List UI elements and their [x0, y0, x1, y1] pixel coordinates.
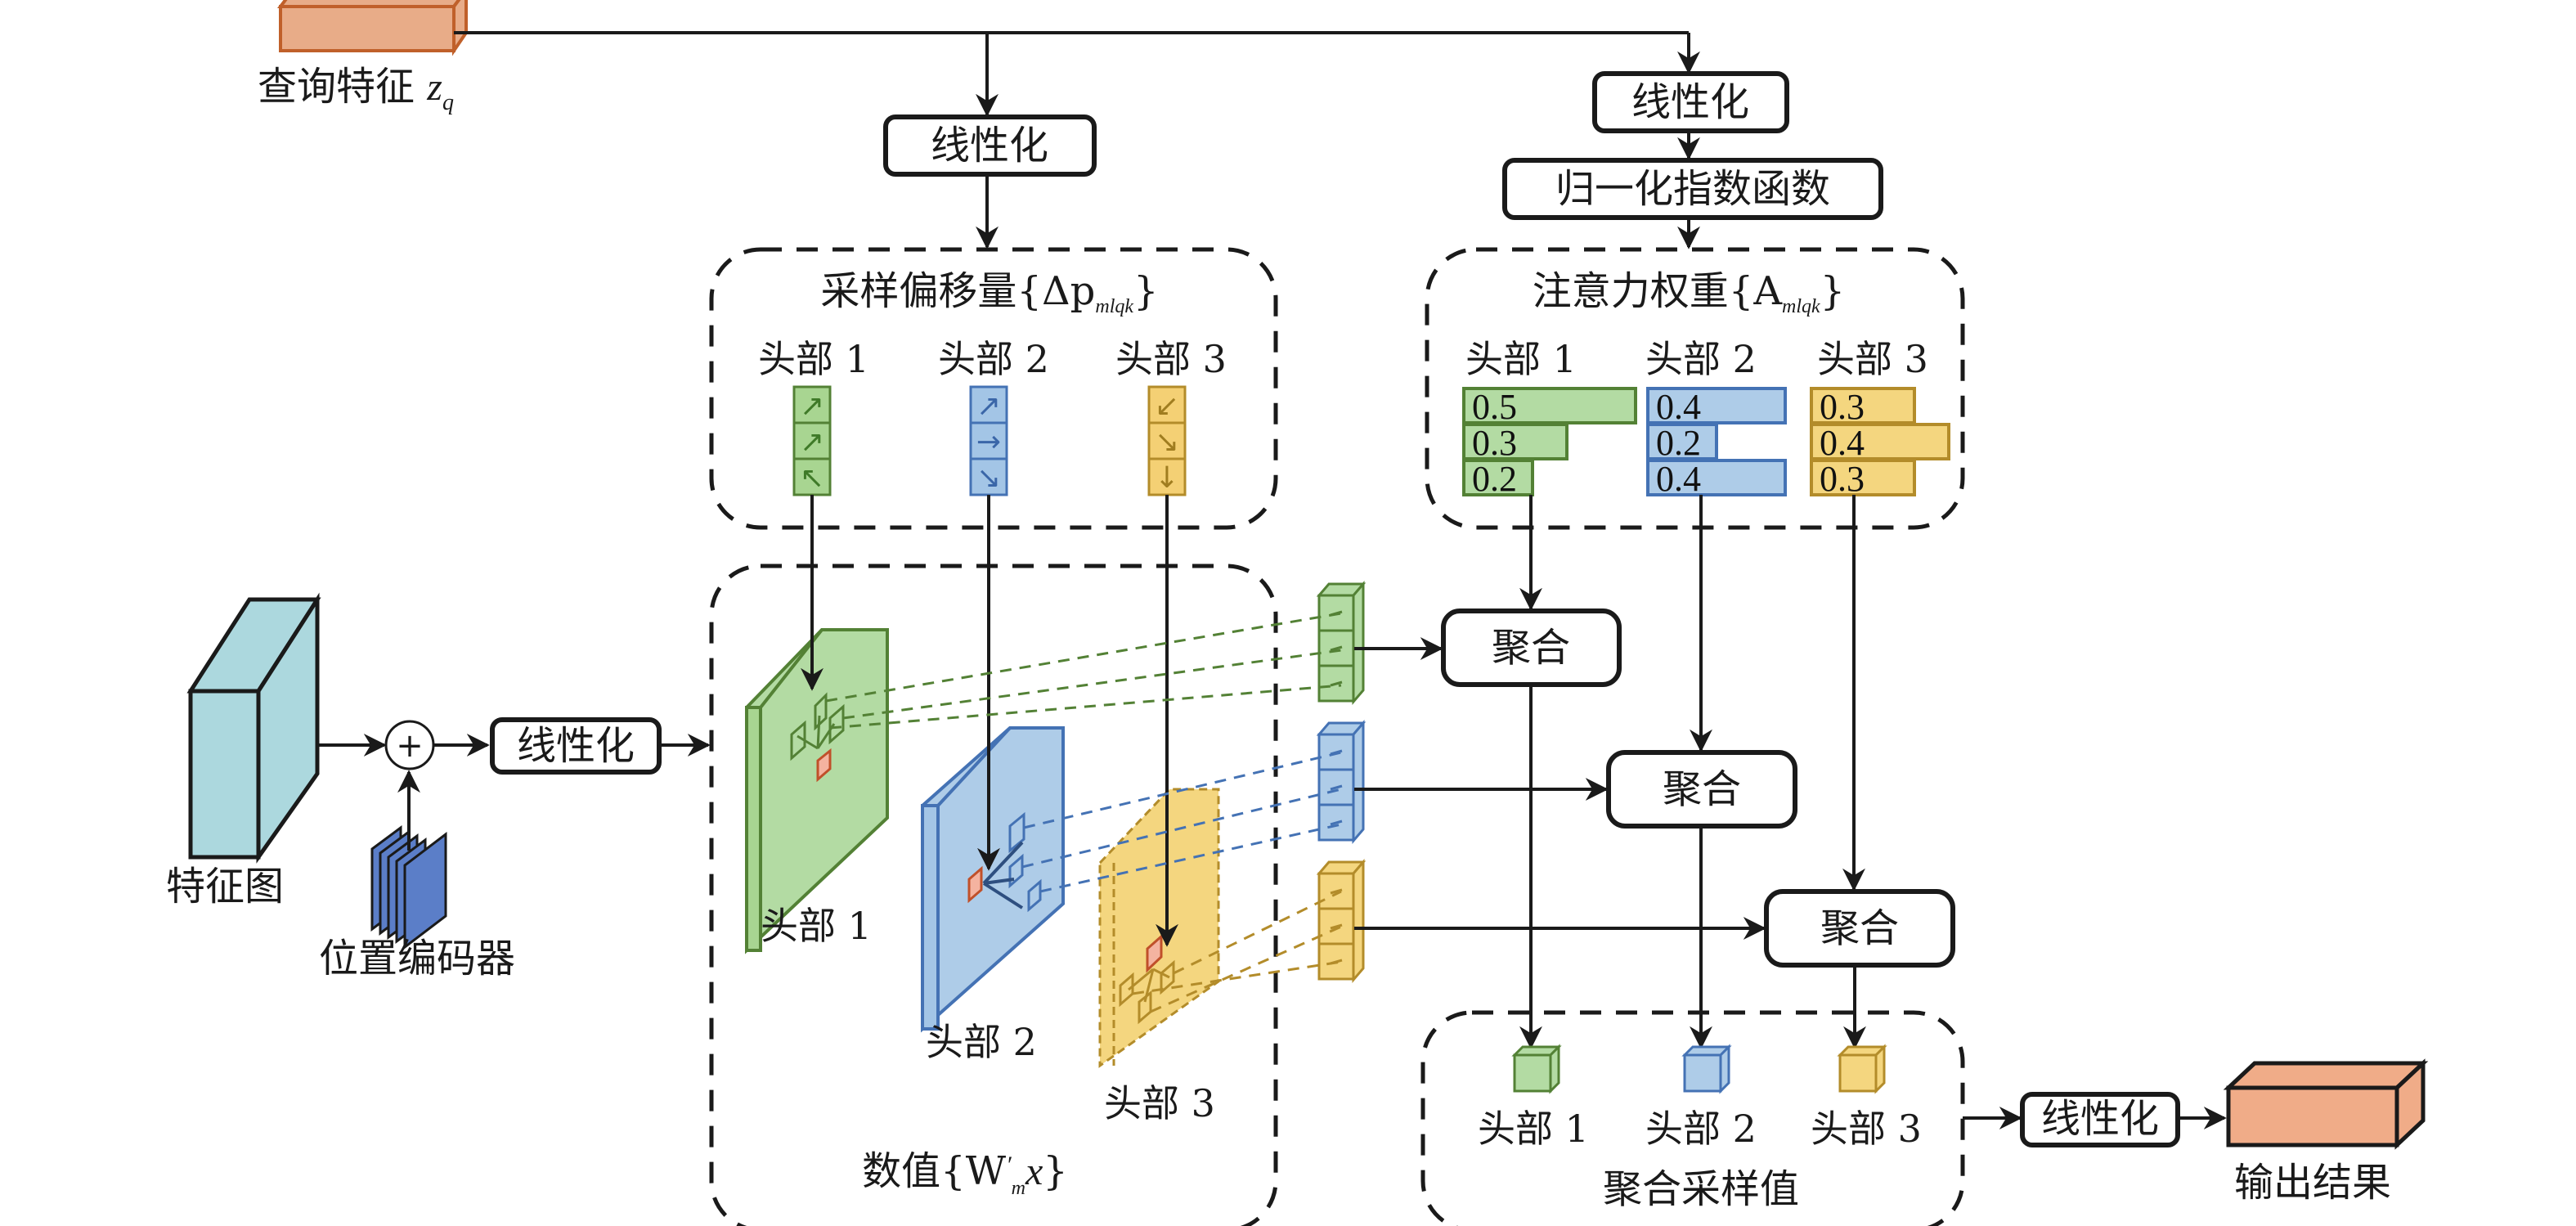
- projection-lines-head-2: [1021, 751, 1342, 893]
- aggregated-cube-head-2: [1681, 1044, 1732, 1094]
- svg-text:线性化: 线性化: [931, 123, 1048, 168]
- offset-arrow: ↖: [800, 461, 824, 495]
- attention-weight-value: 0.4: [1656, 387, 1701, 427]
- value-head-2-label: 头部 2: [926, 1020, 1037, 1064]
- value-map-head-1: [745, 628, 889, 954]
- offset-arrow: ↘: [976, 461, 1001, 495]
- attention-weight-value: 0.5: [1472, 387, 1517, 427]
- attention-head-2-label: 头部 2: [1645, 337, 1757, 381]
- offset-arrow: ↘: [1155, 425, 1179, 459]
- attention-weight-value: 0.3: [1472, 423, 1517, 463]
- value-map-head-3: [1098, 788, 1220, 1068]
- aggregated-head-2-label: 头部 2: [1645, 1107, 1757, 1151]
- offset-arrow: →: [976, 425, 1001, 459]
- svg-text:线性化: 线性化: [2041, 1096, 2159, 1142]
- aggregate-button-1[interactable]: 聚合: [1441, 609, 1622, 687]
- svg-text:线性化: 线性化: [517, 723, 635, 769]
- svg-text:线性化: 线性化: [1631, 79, 1749, 125]
- aggregated-cube-head-1: [1511, 1044, 1562, 1094]
- query-feature-label: 查询特征 zq: [258, 64, 454, 115]
- output-block: [2223, 1058, 2429, 1150]
- attention-weight-value: 0.4: [1656, 459, 1701, 499]
- position-encoder-label: 位置编码器: [319, 936, 515, 981]
- sampling-offsets-panel: 采样偏移量{Δpmlqk}: [709, 247, 1278, 530]
- attention-head-1-label: 头部 1: [1465, 337, 1577, 381]
- attention-weight-bar: [1810, 387, 1916, 424]
- sampling-offsets-title: 采样偏移量{Δpmlqk}: [820, 268, 1158, 317]
- output-linear-button[interactable]: 线性化: [2020, 1092, 2180, 1147]
- attention-weight-value: 0.3: [1820, 387, 1865, 427]
- sampled-stack-head-3: [1316, 858, 1367, 984]
- aggregated-values-panel: [1420, 1010, 1965, 1226]
- attention-weight-bar: [1646, 459, 1787, 496]
- query-feature-block: [277, 0, 468, 56]
- attention-weight-value: 0.2: [1656, 423, 1701, 463]
- value-head-3-label: 头部 3: [1104, 1081, 1215, 1125]
- sampled-stack-head-1: [1316, 580, 1367, 706]
- value-head-1-label: 头部 1: [761, 904, 872, 948]
- svg-text:聚合: 聚合: [1492, 625, 1570, 671]
- svg-text:头部 1: 头部 1: [758, 337, 869, 381]
- feature-map-block: [186, 592, 321, 864]
- output-label: 输出结果: [2234, 1160, 2391, 1206]
- attention-bars: 头部 10.50.30.2头部 20.40.20.4头部 30.30.40.3: [1462, 337, 1950, 499]
- svg-text:聚合: 聚合: [1663, 766, 1741, 812]
- offset-arrow: ↙: [1155, 389, 1179, 423]
- aggregated-cube-head-3: [1837, 1044, 1887, 1094]
- svg-text:头部 2: 头部 2: [938, 337, 1049, 381]
- projection-lines-head-3: [1132, 890, 1342, 1013]
- offset-arrow: ↗: [800, 425, 824, 459]
- attention-weight-bar: [1462, 387, 1637, 424]
- offset-arrow: ↗: [976, 389, 1001, 423]
- projection-lines-head-1: [825, 612, 1342, 730]
- svg-text:聚合: 聚合: [1820, 905, 1899, 951]
- aggregated-cubes: [1511, 1044, 1887, 1094]
- attention-linear-button[interactable]: 线性化: [1592, 71, 1789, 133]
- svg-text:头部 3: 头部 3: [1115, 337, 1227, 381]
- reference-point: [816, 748, 832, 783]
- add-node: +: [384, 720, 435, 770]
- offset-arrow: ↗: [800, 389, 824, 423]
- svg-text:归一化指数函数: 归一化指数函数: [1555, 166, 1830, 212]
- aggregated-head-1-label: 头部 1: [1478, 1107, 1589, 1151]
- value-map-head-2: [921, 726, 1065, 1033]
- attention-weight-value: 0.3: [1820, 459, 1865, 499]
- aggregated-values-title: 聚合采样值: [1603, 1166, 1799, 1212]
- sampled-value-stacks: [1316, 580, 1367, 984]
- values-panel: [709, 564, 1278, 1226]
- attention-head-3-label: 头部 3: [1817, 337, 1928, 381]
- sampled-stack-head-2: [1316, 719, 1367, 845]
- attention-weights-title: 注意力权重{Amlqk}: [1533, 268, 1845, 317]
- attention-weight-bar: [1462, 459, 1534, 496]
- offset-linear-button[interactable]: 线性化: [883, 115, 1097, 177]
- aggregate-button-3[interactable]: 聚合: [1764, 889, 1955, 968]
- attention-weight-value: 0.4: [1820, 423, 1865, 463]
- offset-head-2: 头部 2 ↗ → ↘: [938, 337, 1049, 496]
- offset-head-1: 头部 1 ↗ ↗ ↖: [758, 337, 869, 496]
- value-linear-button[interactable]: 线性化: [490, 717, 662, 775]
- attention-weight-bar: [1646, 423, 1718, 460]
- aggregated-head-3-label: 头部 3: [1811, 1107, 1922, 1151]
- attention-weight-bar: [1810, 423, 1950, 460]
- position-encoder-block: [370, 825, 447, 950]
- attention-weight-value: 0.2: [1472, 459, 1517, 499]
- reference-point: [967, 865, 983, 904]
- attention-weights-panel: 注意力权重{Amlqk}: [1425, 247, 1965, 530]
- attention-weight-bar: [1810, 459, 1916, 496]
- offset-head-3: 头部 3 ↙ ↘ ↓: [1115, 337, 1227, 496]
- values-title: 数值{W′mx}: [862, 1148, 1068, 1199]
- attention-weight-bar: [1646, 387, 1787, 424]
- offset-arrow: ↓: [1155, 461, 1179, 495]
- aggregate-button-2[interactable]: 聚合: [1606, 750, 1797, 829]
- svg-text:+: +: [396, 727, 424, 765]
- softmax-button[interactable]: 归一化指数函数: [1502, 158, 1883, 220]
- feature-map-label: 特征图: [166, 864, 284, 909]
